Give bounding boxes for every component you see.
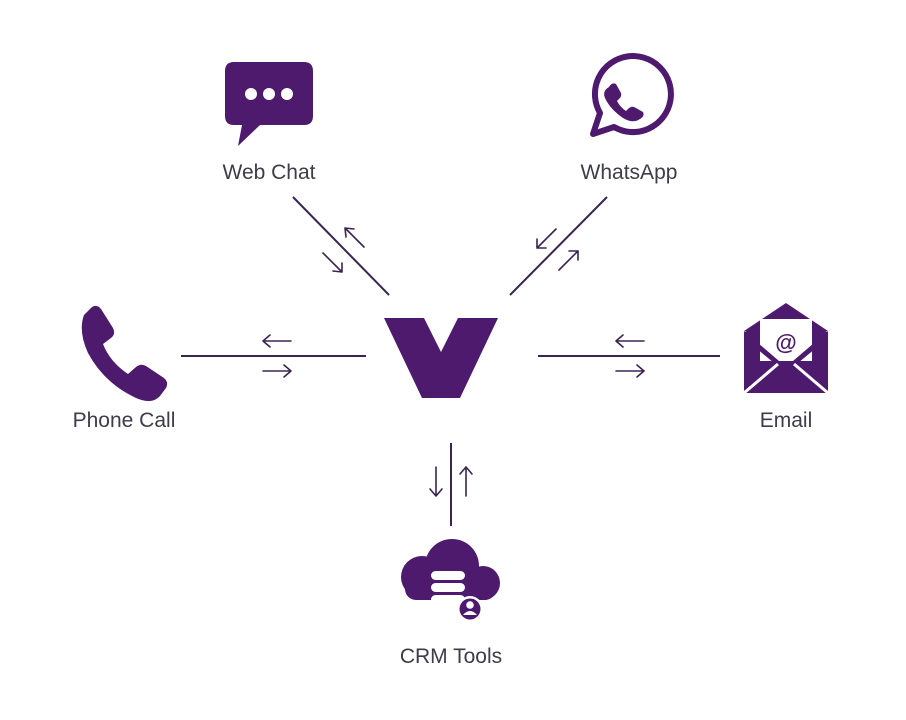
arrow-up-icon: [459, 466, 473, 497]
whatsapp-label: WhatsApp: [581, 161, 678, 184]
email-node: @ Email: [743, 303, 829, 432]
whatsapp-connector: [509, 196, 608, 296]
arrow-left-icon: [615, 334, 645, 348]
arrow-up-left-icon: [344, 227, 365, 248]
whatsapp-icon: [590, 53, 674, 137]
phone-call-label: Phone Call: [73, 409, 176, 432]
speech-bubble-dots-icon: [225, 62, 313, 146]
arrow-down-icon: [429, 466, 443, 497]
arrow-down-right-icon: [322, 252, 343, 273]
phone-icon: [81, 305, 168, 402]
phone-call-node: Phone Call: [73, 305, 176, 432]
arrow-down-left-icon: [536, 228, 557, 249]
web-chat-connector: [292, 196, 390, 296]
arrow-right-icon: [262, 364, 292, 378]
phone-call-connector: [181, 334, 366, 378]
svg-text:@: @: [775, 330, 796, 355]
arrow-right-icon: [615, 364, 645, 378]
envelope-at-icon: @: [743, 303, 829, 395]
web-chat-node: Web Chat: [223, 62, 316, 184]
web-chat-label: Web Chat: [223, 161, 316, 184]
crm-tools-connector: [429, 443, 473, 526]
arrow-left-icon: [262, 334, 292, 348]
crm-tools-node: CRM Tools: [400, 539, 502, 668]
email-label: Email: [760, 409, 813, 432]
email-connector: [538, 334, 720, 378]
v-logo-icon: [384, 318, 498, 398]
cloud-database-user-icon: [401, 539, 500, 622]
arrow-up-right-icon: [558, 250, 579, 271]
whatsapp-node: WhatsApp: [581, 53, 678, 184]
crm-tools-label: CRM Tools: [400, 645, 502, 668]
